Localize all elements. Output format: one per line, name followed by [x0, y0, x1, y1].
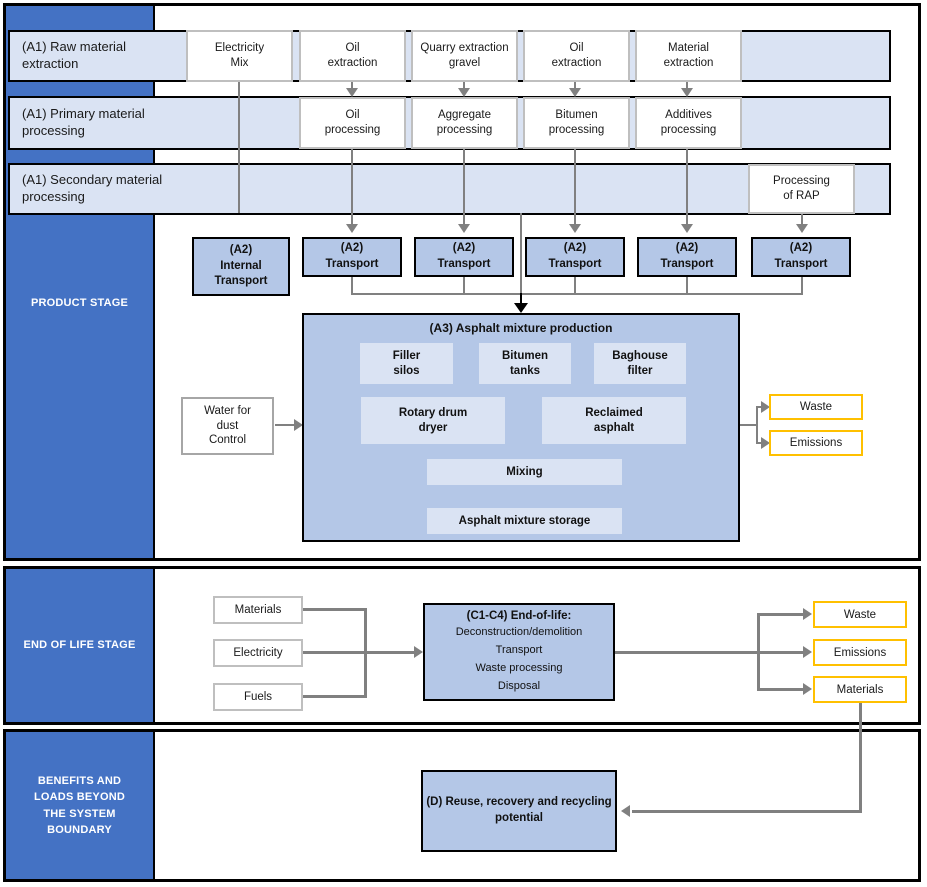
arrow-right-icon	[761, 401, 770, 413]
box-transport-2: (A2) Transport	[414, 237, 514, 277]
box-oil-extraction-2: Oil extraction	[523, 30, 630, 82]
arrow-down-black-icon	[514, 303, 528, 313]
a3-output-split-line	[756, 406, 758, 444]
box-rotary-drum-dryer: Rotary drum dryer	[361, 397, 505, 444]
box-processing-of-rap: Processing of RAP	[748, 164, 855, 214]
box-material-extraction: Material extraction	[635, 30, 742, 82]
box-oil-extraction-1: Oil extraction	[299, 30, 406, 82]
transport-drop-line	[351, 277, 353, 293]
recycling-drop-line	[859, 703, 862, 813]
arrow-down-icon	[796, 224, 808, 233]
a3-title: (A3) Asphalt mixture production	[429, 321, 613, 335]
arrow-down-icon	[681, 88, 693, 97]
arrow-down-icon	[458, 224, 470, 233]
arrow-right-icon	[803, 683, 812, 695]
benefits-stage-label: BENEFITS AND LOADS BEYOND THE SYSTEM BOU…	[33, 774, 126, 837]
c1-c4-header: (C1-C4) End-of-life:	[466, 609, 572, 622]
product-stage-sidebar: PRODUCT STAGE	[6, 6, 155, 558]
arrow-down-icon	[346, 224, 358, 233]
transport-drop-line	[801, 277, 803, 293]
benefits-stage-sidebar: BENEFITS AND LOADS BEYOND THE SYSTEM BOU…	[6, 732, 155, 879]
eol-materials-out-line	[757, 688, 804, 691]
processing-to-transport-line	[351, 149, 353, 225]
eol-output-line	[615, 651, 759, 654]
oil2-to-bitumen-line	[574, 82, 576, 89]
box-transport-1: (A2) Transport	[302, 237, 402, 277]
water-to-a3-line	[275, 424, 295, 426]
box-internal-transport: (A2) Internal Transport	[192, 237, 290, 296]
product-stage-label: PRODUCT STAGE	[30, 296, 129, 309]
box-eol-fuels-input: Fuels	[213, 683, 303, 711]
box-bitumen-processing: Bitumen processing	[523, 97, 630, 149]
box-eol-electricity-input: Electricity	[213, 639, 303, 667]
box-water-for-dust-control: Water for dust Control	[181, 397, 274, 455]
box-d-reuse-recovery-recycling: (D) Reuse, recovery and recycling potent…	[421, 770, 617, 852]
transport-collector-line	[351, 293, 803, 295]
box-eol-waste: Waste	[813, 601, 907, 628]
arrow-right-icon	[294, 419, 303, 431]
eol-fuels-line	[303, 695, 367, 698]
arrow-down-icon	[681, 224, 693, 233]
arrow-down-icon	[569, 88, 581, 97]
eol-input-arrow-line	[303, 651, 415, 654]
c1-c4-body: Deconstruction/demolition Transport Wast…	[455, 626, 583, 692]
processing-to-transport-line	[686, 149, 688, 225]
eol-emissions-line	[759, 651, 804, 654]
oil-to-processing-line	[351, 82, 353, 89]
box-product-emissions: Emissions	[769, 430, 863, 456]
box-eol-materials: Materials	[813, 676, 907, 703]
box-eol-emissions: Emissions	[813, 639, 907, 666]
arrow-right-icon	[803, 608, 812, 620]
band-primary-label: (A1) Primary material processing	[22, 106, 145, 138]
recycling-return-line	[632, 810, 862, 813]
box-transport-3: (A2) Transport	[525, 237, 625, 277]
box-filler-silos: Filler silos	[360, 343, 453, 384]
processing-to-transport-line	[574, 149, 576, 225]
box-oil-processing: Oil processing	[299, 97, 406, 149]
transport-drop-line	[686, 277, 688, 293]
transport-drop-line	[463, 277, 465, 293]
center-feed-line	[520, 213, 522, 294]
arrow-right-icon	[761, 437, 770, 449]
arrow-down-icon	[458, 88, 470, 97]
rap-to-transport-line	[801, 214, 803, 225]
band-secondary-processing: (A1) Secondary material processing	[8, 163, 891, 215]
box-baghouse-filter: Baghouse filter	[594, 343, 686, 384]
box-mixing: Mixing	[427, 459, 622, 485]
box-transport-5: (A2) Transport	[751, 237, 851, 277]
electricity-feed-line	[238, 82, 240, 213]
a3-emissions-line	[756, 442, 762, 444]
box-product-waste: Waste	[769, 394, 863, 420]
box-bitumen-tanks: Bitumen tanks	[479, 343, 571, 384]
arrow-down-icon	[569, 224, 581, 233]
box-electricity-mix: Electricity Mix	[186, 30, 293, 82]
eol-materials-line	[303, 608, 367, 611]
arrow-right-icon	[803, 646, 812, 658]
box-additives-processing: Additives processing	[635, 97, 742, 149]
box-asphalt-mixture-storage: Asphalt mixture storage	[427, 508, 622, 534]
eol-waste-line	[757, 613, 804, 616]
box-c1-c4-end-of-life: (C1-C4) End-of-life: Deconstruction/demo…	[423, 603, 615, 701]
box-eol-materials-input: Materials	[213, 596, 303, 624]
quarry-to-aggregate-line	[463, 82, 465, 89]
transport-drop-line	[574, 277, 576, 293]
eol-output-split-line	[757, 613, 760, 691]
box-quarry-extraction: Quarry extraction gravel	[411, 30, 518, 82]
band-secondary-label: (A1) Secondary material processing	[22, 172, 163, 204]
box-aggregate-processing: Aggregate processing	[411, 97, 518, 149]
arrow-right-icon	[414, 646, 423, 658]
end-of-life-stage-sidebar: END OF LIFE STAGE	[6, 569, 155, 722]
box-transport-4: (A2) Transport	[637, 237, 737, 277]
processing-to-transport-line	[463, 149, 465, 225]
box-reclaimed-asphalt: Reclaimed asphalt	[542, 397, 686, 444]
band-raw-material-label: (A1) Raw material extraction	[22, 39, 127, 71]
material-to-additives-line	[686, 82, 688, 89]
a3-feed-line	[520, 293, 522, 304]
arrow-left-icon	[621, 805, 630, 817]
end-of-life-stage-label: END OF LIFE STAGE	[23, 639, 136, 652]
a3-output-line	[740, 424, 757, 426]
arrow-down-icon	[346, 88, 358, 97]
a3-waste-line	[756, 406, 762, 408]
